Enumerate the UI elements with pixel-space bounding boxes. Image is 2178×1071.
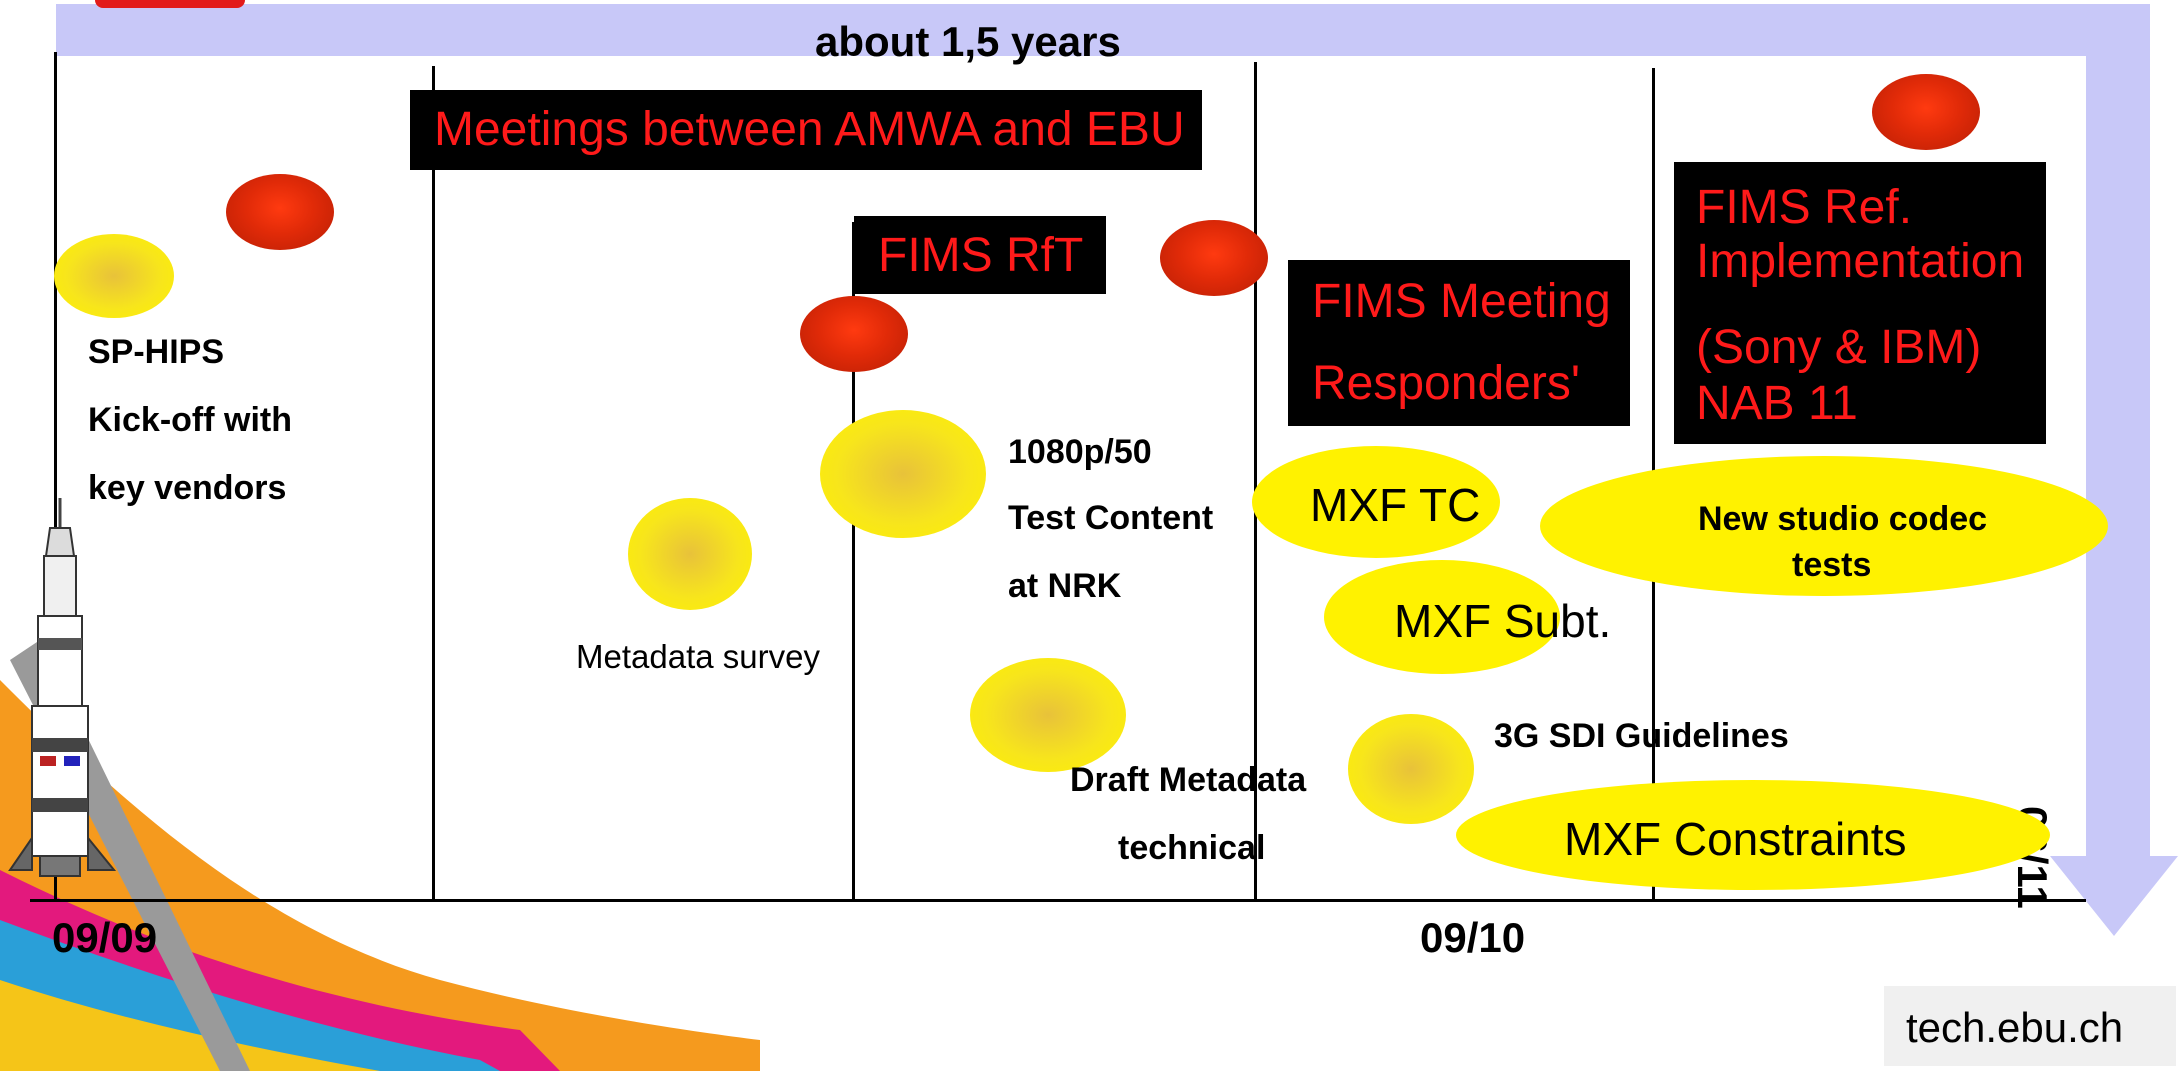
draft-metadata-line1: Draft Metadata xyxy=(1070,761,1307,799)
milestone-red-marker xyxy=(226,174,334,250)
fims-ref-line1: FIMS Ref. xyxy=(1696,181,1913,234)
sphips-line2: Kick-off with xyxy=(88,401,292,439)
draft-metadata-line2: technical xyxy=(1118,829,1266,867)
milestone-yellow-marker xyxy=(54,234,174,318)
mxf-subt-label: MXF Subt. xyxy=(1394,595,1612,647)
site-footer-link[interactable]: tech.ebu.ch xyxy=(1906,1004,2124,1051)
codec-line2: tests xyxy=(1792,546,1872,584)
logo-fragment xyxy=(95,0,245,8)
meetings-box: Meetings between AMWA and EBU xyxy=(410,90,1202,170)
timeline-divider xyxy=(432,66,435,900)
timeline-mid-label: 09/10 xyxy=(1420,914,1526,961)
fims-rft-text: FIMS RfT xyxy=(878,229,1084,282)
fims-ref-box: FIMS Ref. Implementation (Sony & IBM) NA… xyxy=(1674,162,2046,444)
rocket-illustration xyxy=(8,498,117,877)
timeline-divider xyxy=(852,222,855,900)
site-footer-box[interactable]: tech.ebu.ch xyxy=(1884,986,2176,1066)
milestone-red-marker xyxy=(1160,220,1268,296)
meetings-text: Meetings between AMWA and EBU xyxy=(434,103,1185,156)
mxf-tc-ellipse xyxy=(1252,446,1500,558)
timeline-divider xyxy=(1254,62,1257,900)
mxf-tc-label: MXF TC xyxy=(1310,479,1481,531)
test-content-line3: at NRK xyxy=(1008,567,1122,605)
fims-rft-box: FIMS RfT xyxy=(854,216,1106,294)
timeline-start-label: 09/09 xyxy=(52,914,158,961)
milestone-yellow-marker xyxy=(1348,714,1474,824)
codec-ellipse xyxy=(1540,456,2108,596)
test-content-line1: 1080p/50 xyxy=(1008,433,1152,471)
duration-arrow-right xyxy=(2086,4,2150,860)
fims-meeting-line2: Responders' xyxy=(1312,357,1580,410)
mxf-subt-ellipse xyxy=(1324,560,1560,674)
metadata-survey-label: Metadata survey xyxy=(576,638,820,675)
milestone-yellow-marker xyxy=(970,658,1126,772)
fims-meeting-line1: FIMS Meeting xyxy=(1312,275,1611,328)
mxf-constraints-ellipse xyxy=(1456,780,2050,890)
milestone-yellow-marker xyxy=(628,498,752,610)
milestone-yellow-marker xyxy=(820,410,986,538)
milestone-red-marker xyxy=(800,296,908,372)
duration-arrow-top xyxy=(56,4,2150,56)
fims-ref-line4: NAB 11 xyxy=(1696,377,1858,430)
timeline-axis xyxy=(30,899,2086,902)
duration-label: about 1,5 years xyxy=(815,18,1121,65)
timeline-divider xyxy=(54,52,57,900)
mxf-constraints-label: MXF Constraints xyxy=(1564,813,1907,865)
duration-arrow-head xyxy=(2050,856,2178,936)
fims-ref-line3: (Sony & IBM) xyxy=(1696,321,1982,374)
fims-ref-line2: Implementation xyxy=(1696,235,2025,288)
fims-meeting-box: FIMS Meeting Responders' xyxy=(1288,260,1630,426)
sdi-guidelines-label: 3G SDI Guidelines xyxy=(1494,717,1789,755)
sphips-line1: SP-HIPS xyxy=(88,333,225,371)
test-content-line2: Test Content xyxy=(1008,499,1214,537)
sphips-line3: key vendors xyxy=(88,469,287,507)
milestone-red-marker xyxy=(1872,74,1980,150)
codec-line1: New studio codec xyxy=(1698,500,1988,538)
